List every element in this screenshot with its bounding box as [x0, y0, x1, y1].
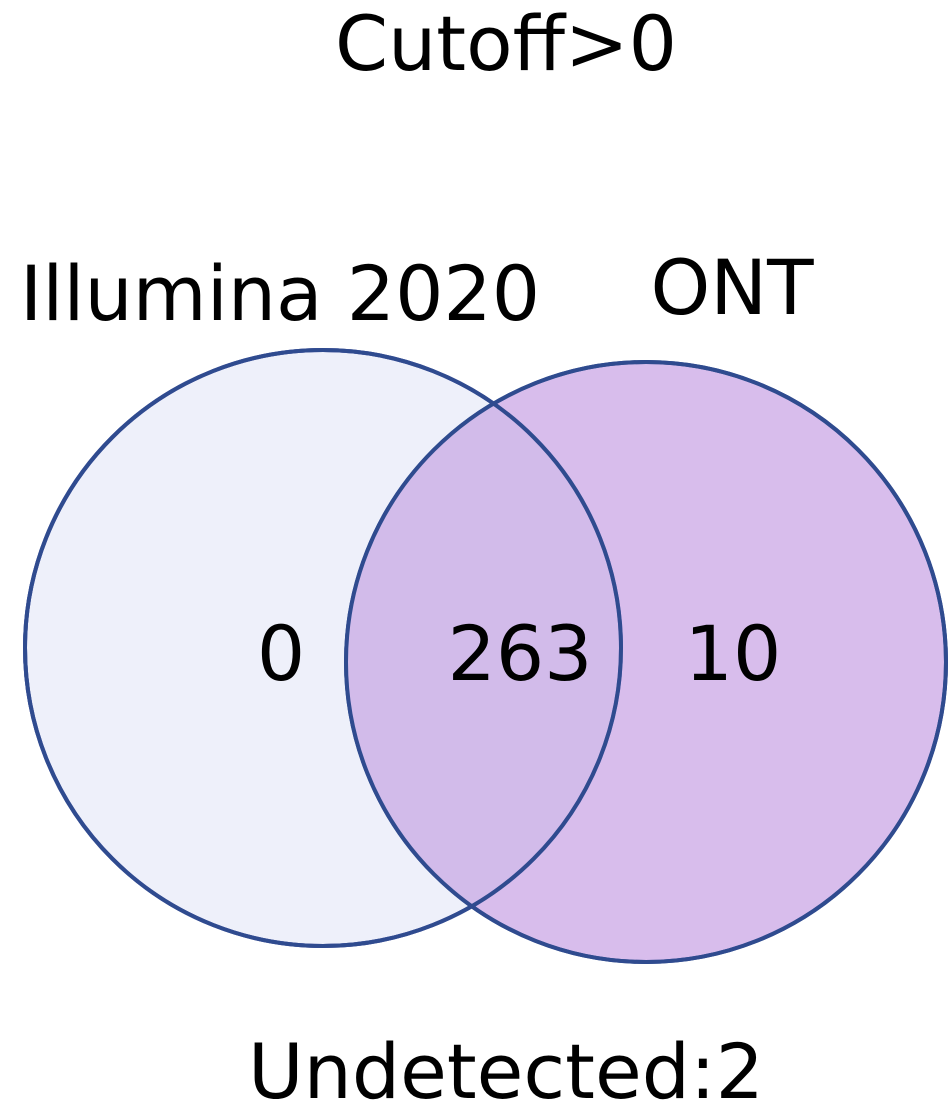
undetected-label: Undetected:2: [248, 1027, 764, 1112]
count-illumina-only: 0: [257, 609, 305, 698]
set-label-ont: ONT: [650, 243, 814, 332]
set-circle-illumina-outline: [23, 348, 623, 948]
diagram-title: Cutoff>0: [335, 0, 677, 88]
set-label-illumina: Illumina 2020: [20, 249, 540, 338]
intersection-region: [346, 362, 621, 946]
count-intersection: 263: [447, 609, 592, 698]
set-circle-ont-outline: [344, 360, 948, 964]
count-ont-only: 10: [685, 609, 782, 698]
